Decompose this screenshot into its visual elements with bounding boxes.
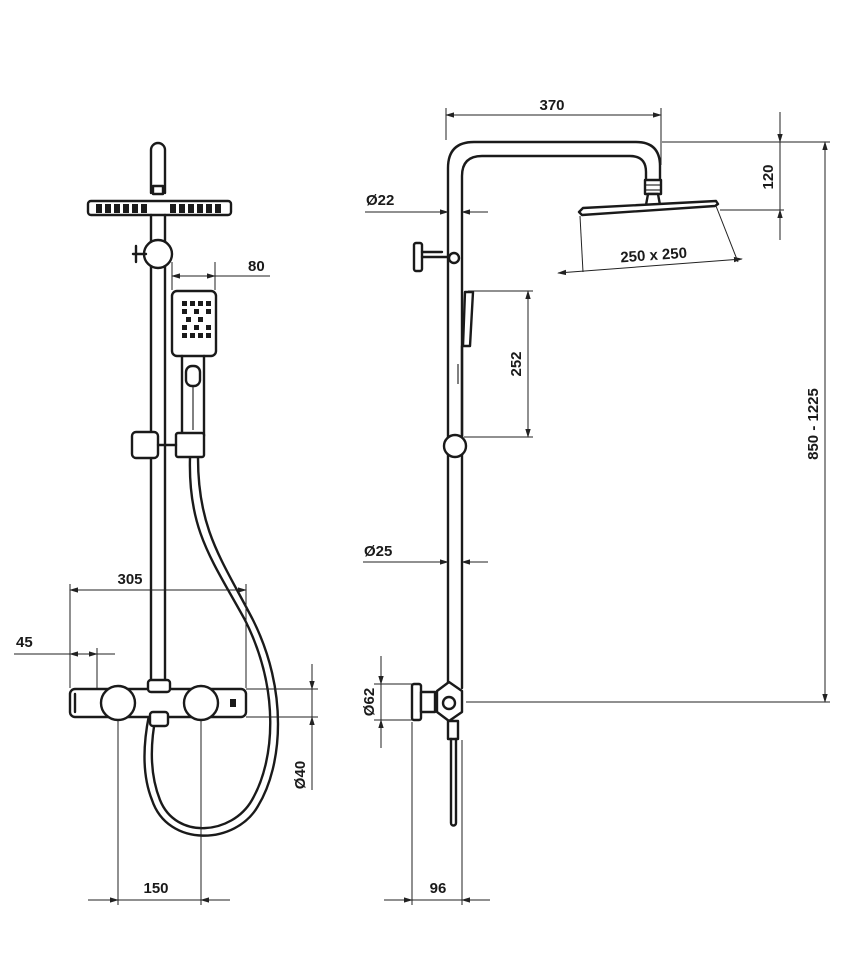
front-slider-bracket [130, 430, 206, 460]
svg-text:252: 252 [508, 351, 525, 376]
dim-d22: Ø22 [365, 192, 488, 215]
front-thermostat [68, 678, 248, 728]
dim-96: 96 [384, 722, 490, 905]
dim-370: 370 [445, 97, 662, 165]
side-riser-inner [460, 154, 648, 690]
svg-text:96: 96 [430, 880, 447, 897]
svg-text:305: 305 [117, 571, 142, 588]
svg-text:850 - 1225: 850 - 1225 [805, 388, 822, 460]
side-head-neck [643, 178, 663, 207]
dim-d40: Ø40 [246, 664, 318, 790]
dim-d62: Ø62 [361, 656, 412, 748]
dim-d25: Ø25 [363, 543, 488, 565]
svg-text:150: 150 [143, 880, 168, 897]
front-diverter [131, 238, 174, 270]
side-riser-outer [446, 140, 662, 690]
svg-text:250 x 250: 250 x 250 [620, 245, 688, 267]
svg-text:45: 45 [16, 634, 33, 651]
svg-text:80: 80 [248, 258, 265, 275]
svg-text:Ø25: Ø25 [364, 543, 392, 560]
svg-text:120: 120 [760, 164, 777, 189]
side-view [410, 140, 720, 827]
dim-250x250: 250 x 250 [557, 205, 743, 276]
front-rain-head [86, 199, 233, 217]
front-riser-top [149, 141, 167, 195]
svg-text:Ø62: Ø62 [361, 688, 378, 716]
front-hose [150, 456, 272, 830]
side-valve [410, 680, 464, 827]
side-rain-head [577, 199, 720, 217]
dim-120: 120 [662, 112, 830, 240]
svg-text:370: 370 [539, 97, 564, 114]
dim-150: 150 [88, 720, 230, 905]
dim-80: 80 [171, 258, 270, 290]
side-handshower [442, 290, 475, 459]
dim-45: 45 [14, 634, 115, 688]
svg-text:Ø22: Ø22 [366, 192, 394, 209]
front-view [68, 141, 280, 837]
front-handshower [170, 289, 218, 438]
dim-252: 252 [464, 290, 533, 438]
front-head-connector [151, 184, 165, 196]
svg-text:Ø40: Ø40 [292, 761, 309, 789]
dim-305: 305 [69, 571, 247, 688]
dim-850-1225: 850 - 1225 [466, 141, 830, 703]
side-diverter [412, 241, 461, 273]
